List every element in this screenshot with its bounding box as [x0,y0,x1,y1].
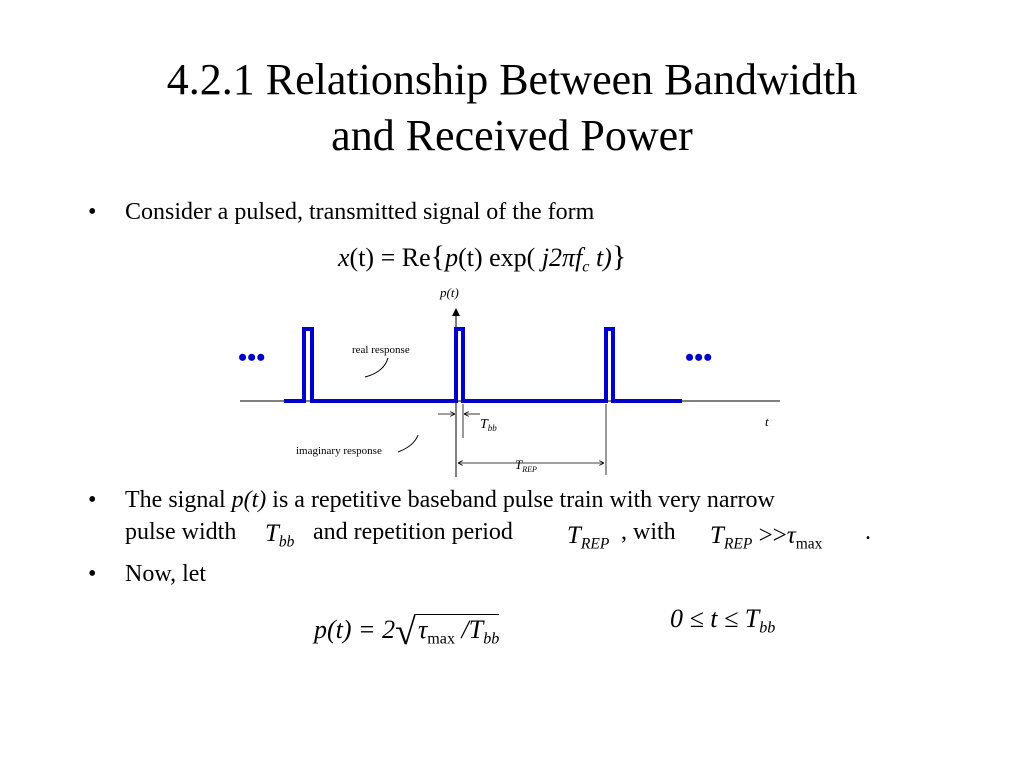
sqrt-sign: √ [395,611,416,653]
bullet-text-line-1: The signal p(t) is a repetitive baseband… [125,487,775,513]
eq-x-arg: (t) [349,243,375,272]
eq-p: p [445,243,459,272]
bullet-text: Consider a pulsed, transmitted signal of… [125,199,595,225]
eq-f: f [575,243,583,272]
real-response-label: real response [352,344,410,356]
eq-f-sub: c [582,258,590,276]
bullet-marker: • [88,487,97,513]
eq-equals: = [380,243,396,272]
sqrt-body: τmax /Tbb [415,614,500,648]
imaginary-response-label: imaginary response [296,445,382,457]
bullet-marker: • [88,199,97,225]
eq-p-arg: (t) [458,243,483,272]
eq-t: t) [595,243,612,272]
bullet-text: Now, let [125,561,207,587]
trep-label: TREP [515,457,537,474]
t-axis-label: t [765,414,769,429]
signal-name: p(t) [231,487,267,513]
range-condition: 0 ≤ t ≤ Tbb [670,604,776,637]
rep-period-text: and repetition period [313,519,513,545]
trep-symbol: TREP [567,522,610,553]
slide-title: 4.2.1 Relationship Between Bandwidth and… [0,52,1024,164]
condition-symbol: TREP >>τmax [710,522,823,553]
eq-j2pi: j2π [541,243,576,272]
eq-x: x [338,243,350,272]
signal-equation: x(t) = Re{p(t) exp( j2πfc t)} [338,240,627,276]
tbb-symbol: Tbb [265,520,295,551]
eq-exp: exp( [489,243,536,272]
pulse-train [284,327,682,403]
eq-re: Re [401,243,431,272]
pt-axis-label: p(t) [439,285,459,300]
title-line-1: 4.2.1 Relationship Between Bandwidth [166,55,858,104]
bullet-marker: • [88,561,97,587]
real-response-leader [364,357,389,378]
tbb-label: Tbb [480,417,497,433]
ellipsis-right: ••• [685,343,712,372]
ellipsis-left: ••• [238,343,265,372]
pulse-width-text: pulse width [125,519,237,545]
title-line-2: and Received Power [331,111,693,160]
with-text: , with [621,519,676,545]
pulse-train-diagram: ••• ••• p(t) t real response imaginary r… [238,285,780,477]
pulse-definition: p(t) = 2√τmax /Tbb [314,604,500,653]
period-text: . [865,519,871,545]
def-lhs: p(t) = 2 [314,615,396,644]
imaginary-response-leader [397,434,419,453]
